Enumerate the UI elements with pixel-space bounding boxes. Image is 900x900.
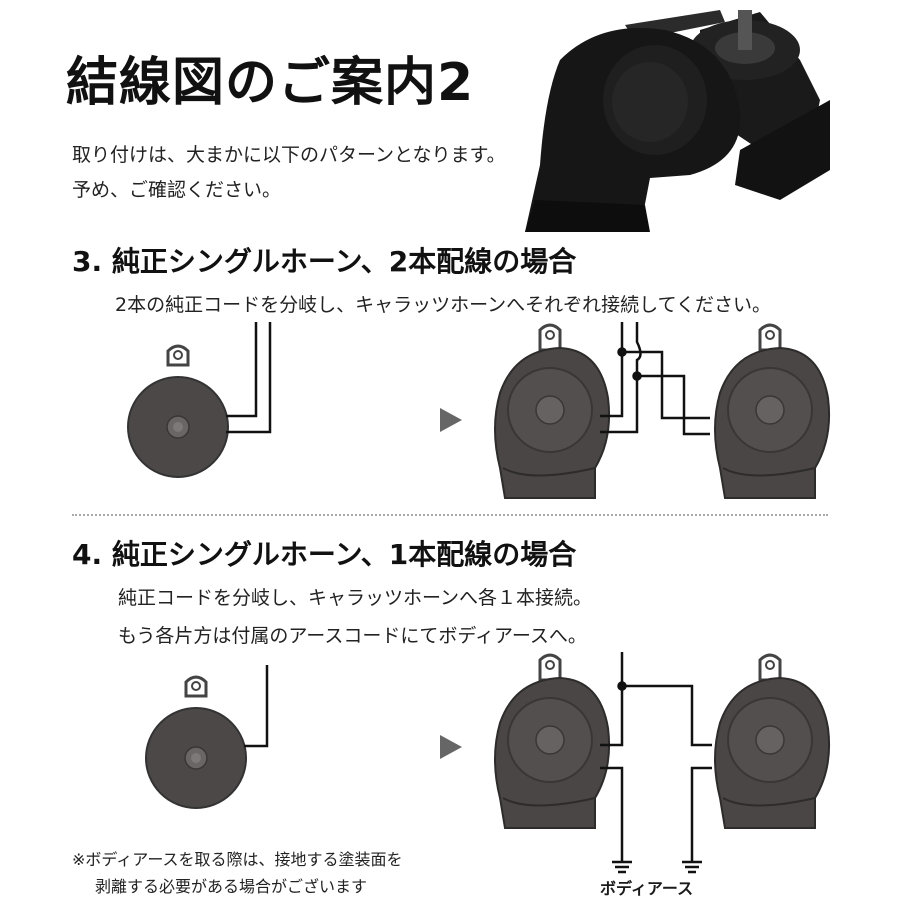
section3-arrow	[440, 408, 462, 432]
ground-symbol-left	[612, 860, 632, 874]
section4-before-diagram	[144, 665, 269, 810]
body-earth-label: ボディアース	[600, 879, 694, 898]
section-divider	[72, 514, 828, 516]
section3-branch-wires	[600, 322, 710, 436]
section4-after-diagram	[493, 652, 831, 874]
section3-before-diagram	[126, 322, 272, 479]
section4-horn-right	[713, 653, 831, 830]
stock-single-horn-one-wire	[144, 675, 248, 810]
intro-text-line-2: 予め、ご確認ください。	[72, 179, 282, 201]
page-title: 結線図のご案内2	[66, 53, 475, 113]
section4-description-line-1: 純正コードを分岐し、キャラッツホーンへ各１本接続。	[118, 587, 593, 609]
ground-symbol-right	[682, 860, 702, 874]
section4-horn-left	[493, 653, 611, 830]
stock-one-wire-cord	[244, 665, 269, 748]
section3-horn-right	[713, 323, 831, 500]
section3-title: 3. 純正シングルホーン、2本配線の場合	[72, 245, 577, 278]
intro-text-line-1: 取り付けは、大まかに以下のパターンとなります。	[72, 144, 506, 166]
section3-horn-left	[493, 323, 611, 500]
body-earth-note-line-2: 剥離する必要がある場合がございます	[95, 877, 368, 896]
section3-description: 2本の純正コードを分岐し、キャラッツホーンへそれぞれ接続してください。	[115, 294, 772, 316]
section3-after-diagram	[493, 322, 831, 500]
section4-branch-wires	[600, 652, 712, 862]
section4-title: 4. 純正シングルホーン、1本配線の場合	[72, 538, 577, 571]
body-earth-note-line-1: ※ボディアースを取る際は、接地する塗装面を	[72, 850, 403, 869]
stock-two-wire-cords	[226, 322, 272, 434]
section4-arrow	[440, 735, 462, 759]
stock-single-horn	[126, 344, 230, 479]
section4-description-line-2: もう各片方は付属のアースコードにてボディアースへ。	[118, 625, 587, 647]
